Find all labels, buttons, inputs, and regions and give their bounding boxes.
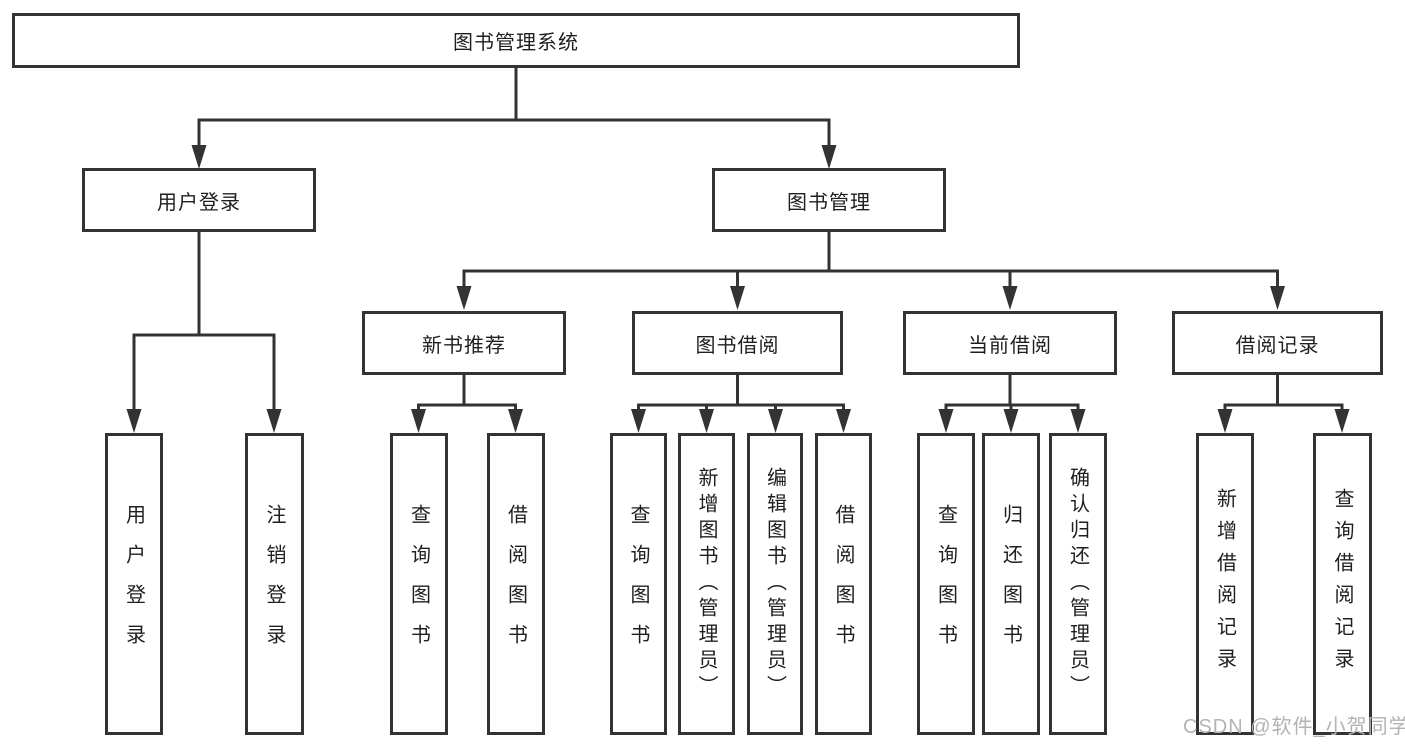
node-book-borrow: 图书借阅 [632, 311, 843, 375]
leaf-logout: 注销登录 [245, 433, 304, 735]
arrowheads [126, 145, 1350, 433]
leaf-query-books-borrow: 查询图书 [610, 433, 667, 735]
node-current-borrow: 当前借阅 [903, 311, 1117, 375]
leaf-edit-book-admin: 编辑图书（管理员） [747, 433, 803, 735]
leaf-borrow-books: 借阅图书 [815, 433, 872, 735]
node-book-management: 图书管理 [712, 168, 946, 232]
leaf-query-books-recommend: 查询图书 [390, 433, 448, 735]
watermark: CSDN @软件_小贺同学 [1183, 716, 1405, 738]
node-library-system: 图书管理系统 [12, 13, 1020, 68]
leaf-add-borrow-record: 新增借阅记录 [1196, 433, 1254, 735]
leaf-confirm-return-admin: 确认归还（管理员） [1049, 433, 1107, 735]
leaf-query-books-current: 查询图书 [917, 433, 975, 735]
leaf-query-borrow-record: 查询借阅记录 [1313, 433, 1372, 735]
node-new-book-recommend: 新书推荐 [362, 311, 566, 375]
leaf-borrow-books-recommend: 借阅图书 [487, 433, 545, 735]
leaf-return-books: 归还图书 [982, 433, 1040, 735]
node-user-login: 用户登录 [82, 168, 316, 232]
node-borrow-records: 借阅记录 [1172, 311, 1383, 375]
leaf-add-book-admin: 新增图书（管理员） [678, 433, 735, 735]
leaf-user-login: 用户登录 [105, 433, 163, 735]
